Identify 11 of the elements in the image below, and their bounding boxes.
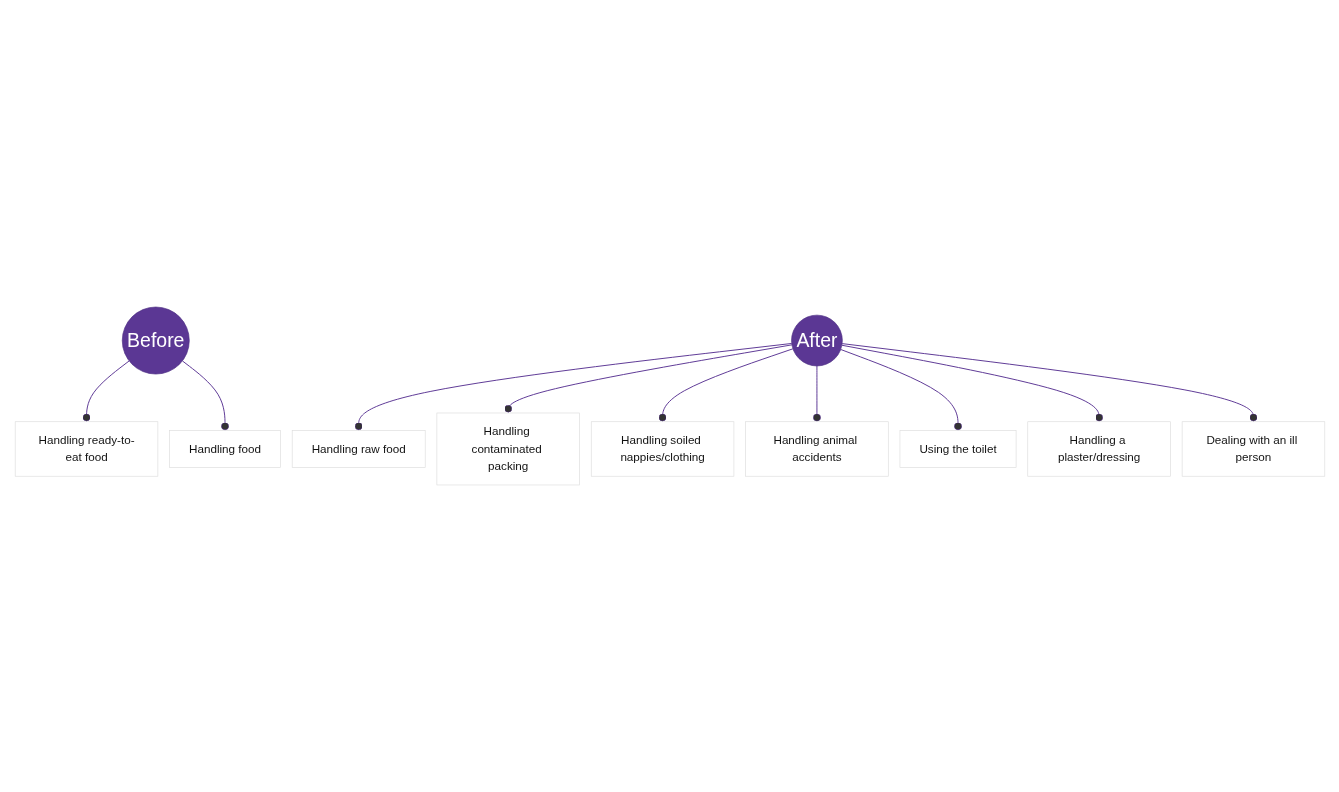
node-box: Handling ready-to-eat food bbox=[14, 421, 158, 477]
node-circle: After bbox=[790, 314, 843, 367]
node-box: Using the toilet bbox=[899, 430, 1016, 468]
node-box: Handling food bbox=[168, 430, 281, 468]
node-box: Dealing with an ill person bbox=[1181, 421, 1325, 477]
node-box: Handling animal accidents bbox=[744, 421, 889, 477]
node-box: Handling a plaster/dressing bbox=[1026, 421, 1171, 477]
node-box: Handling soiled nappies/clothing bbox=[590, 421, 734, 477]
node-box: Handling contaminated packing bbox=[436, 412, 580, 486]
node-circle: Before bbox=[121, 306, 190, 375]
node-box: Handling raw food bbox=[291, 430, 426, 468]
